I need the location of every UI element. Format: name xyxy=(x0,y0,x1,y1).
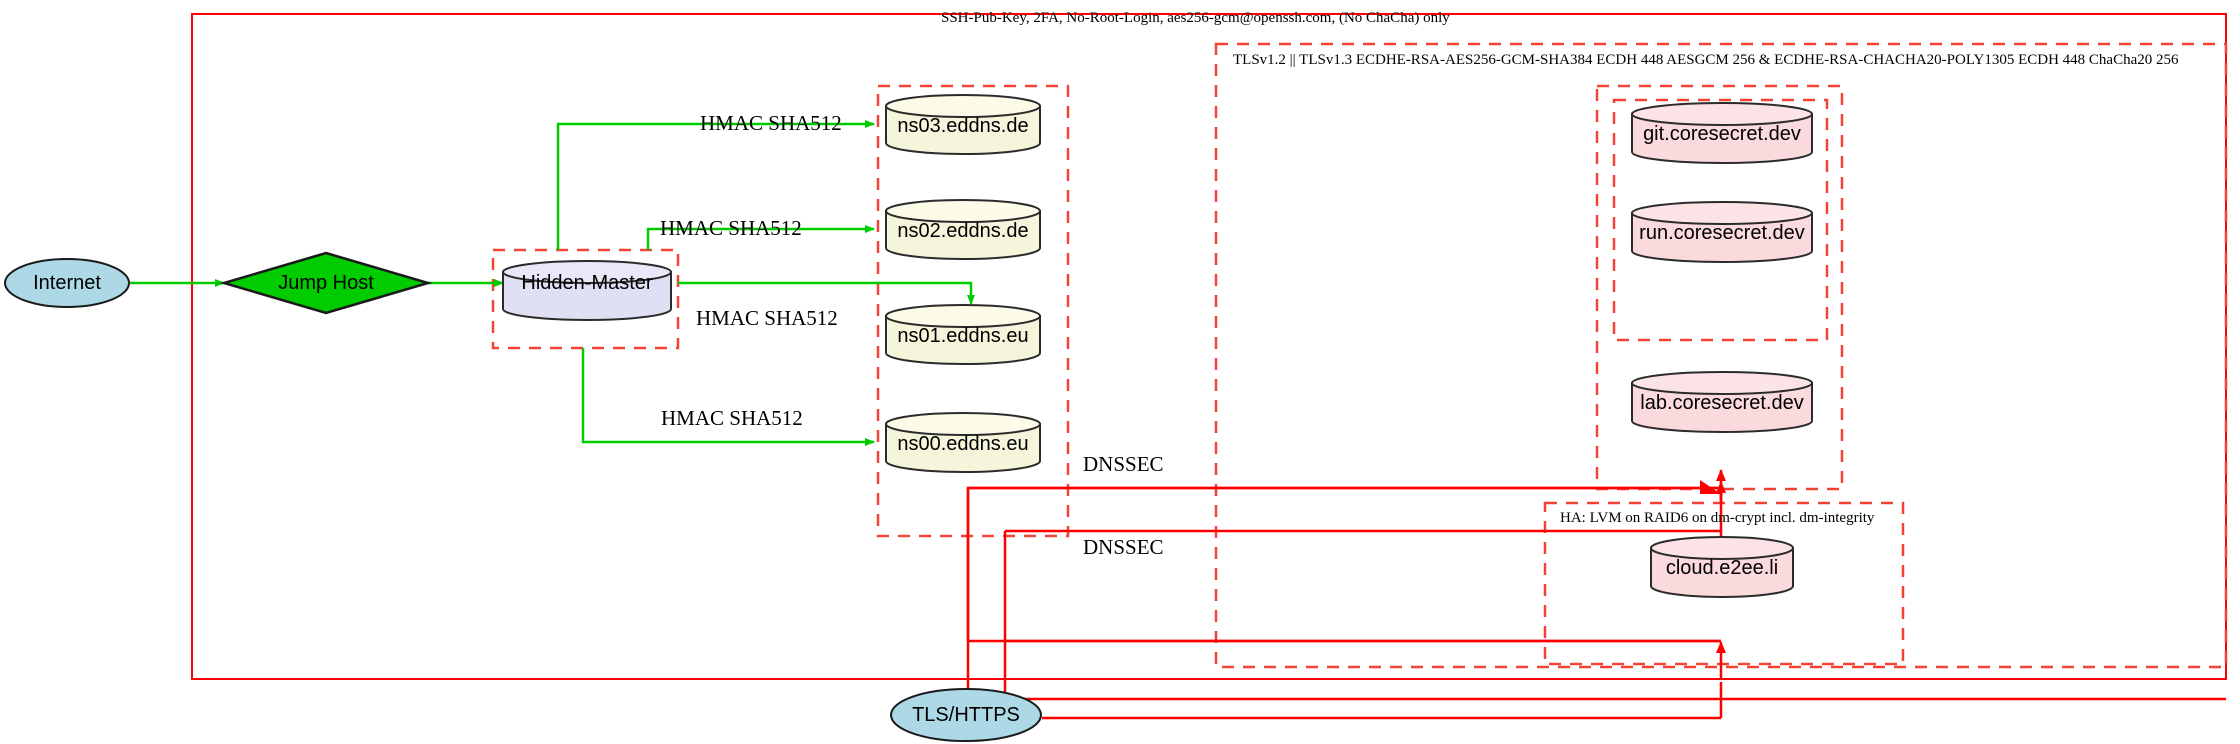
cluster-ha-boundary xyxy=(1543,501,1905,666)
edge-label-dnssec-upper: DNSSEC xyxy=(1083,452,1164,476)
node-ns02-shape[interactable] xyxy=(885,199,1041,260)
edge-hiddenmaster-to-ns02 xyxy=(646,225,875,250)
cluster-tls-boundary xyxy=(1214,42,2228,669)
cluster-nameservers-boundary xyxy=(876,84,1070,538)
cluster-label-tls: TLSv1.2 || TLSv1.3 ECDHE-RSA-AES256-GCM-… xyxy=(1233,52,2179,68)
edge-hiddenmaster-to-ns03 xyxy=(556,120,875,250)
cluster-coresecret-inner-boundary xyxy=(1612,98,1829,342)
edge-hiddenmaster-to-ns01 xyxy=(678,281,975,305)
edge-label-hmac-ns02: HMAC SHA512 xyxy=(660,216,802,240)
node-ns03-shape[interactable] xyxy=(885,94,1041,155)
node-ns00-shape[interactable] xyxy=(885,412,1041,473)
edge-label-hmac-ns03: HMAC SHA512 xyxy=(700,111,842,135)
edge-label-hmac-ns01: HMAC SHA512 xyxy=(696,306,838,330)
node-cloud-shape[interactable] xyxy=(1650,536,1794,598)
node-lab-shape[interactable] xyxy=(1631,371,1813,433)
cluster-label-ha: HA: LVM on RAID6 on dm-crypt incl. dm-in… xyxy=(1560,510,1875,526)
node-ns01-shape[interactable] xyxy=(885,304,1041,365)
node-internet-shape[interactable] xyxy=(4,258,130,308)
edge-hiddenmaster-to-ns00 xyxy=(581,348,875,446)
node-hidden-master-shape[interactable] xyxy=(502,260,672,321)
edge-label-dnssec-lower: DNSSEC xyxy=(1083,535,1164,559)
node-run-shape[interactable] xyxy=(1631,201,1813,263)
node-jumphost-shape[interactable] xyxy=(219,251,433,315)
node-tls-https-shape[interactable] xyxy=(890,688,1042,742)
cluster-label-ssh: SSH-Pub-Key, 2FA, No-Root-Login, aes256-… xyxy=(941,10,1450,26)
edge-label-hmac-ns00: HMAC SHA512 xyxy=(661,406,803,430)
cluster-hidden-master-boundary xyxy=(491,248,680,350)
cluster-ssh-boundary xyxy=(191,13,2227,680)
cluster-coresecret-outer-boundary xyxy=(1595,84,1844,491)
node-git-shape[interactable] xyxy=(1631,102,1813,164)
